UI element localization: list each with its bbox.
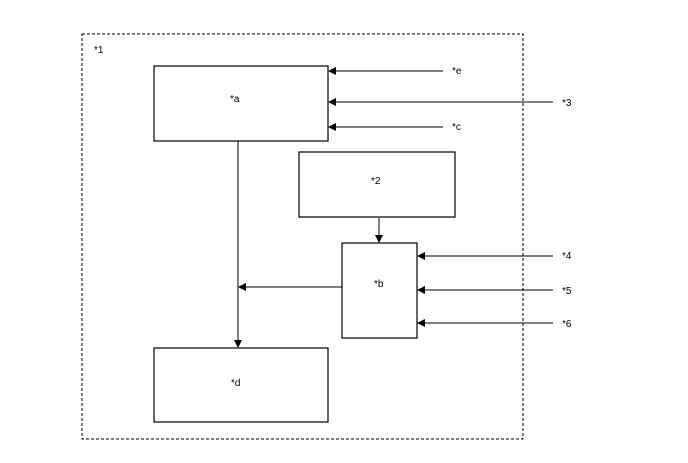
input-label-3: *3 (562, 98, 572, 109)
input-label-5: *5 (562, 286, 572, 297)
box-a-label: *a (230, 94, 240, 105)
box-2-label: *2 (371, 176, 381, 187)
dashed-boundary (81, 33, 524, 440)
box-d (153, 347, 329, 423)
box-b-label: *b (374, 279, 384, 290)
input-label-e: *e (452, 66, 462, 77)
box-d-label: *d (231, 378, 240, 389)
input-label-c: *c (452, 122, 461, 133)
box-a (153, 65, 329, 142)
input-label-4: *4 (562, 251, 572, 262)
box-b (341, 242, 418, 339)
input-label-6: *6 (562, 319, 572, 330)
boundary-label: *1 (94, 45, 104, 56)
box-2 (298, 151, 456, 218)
